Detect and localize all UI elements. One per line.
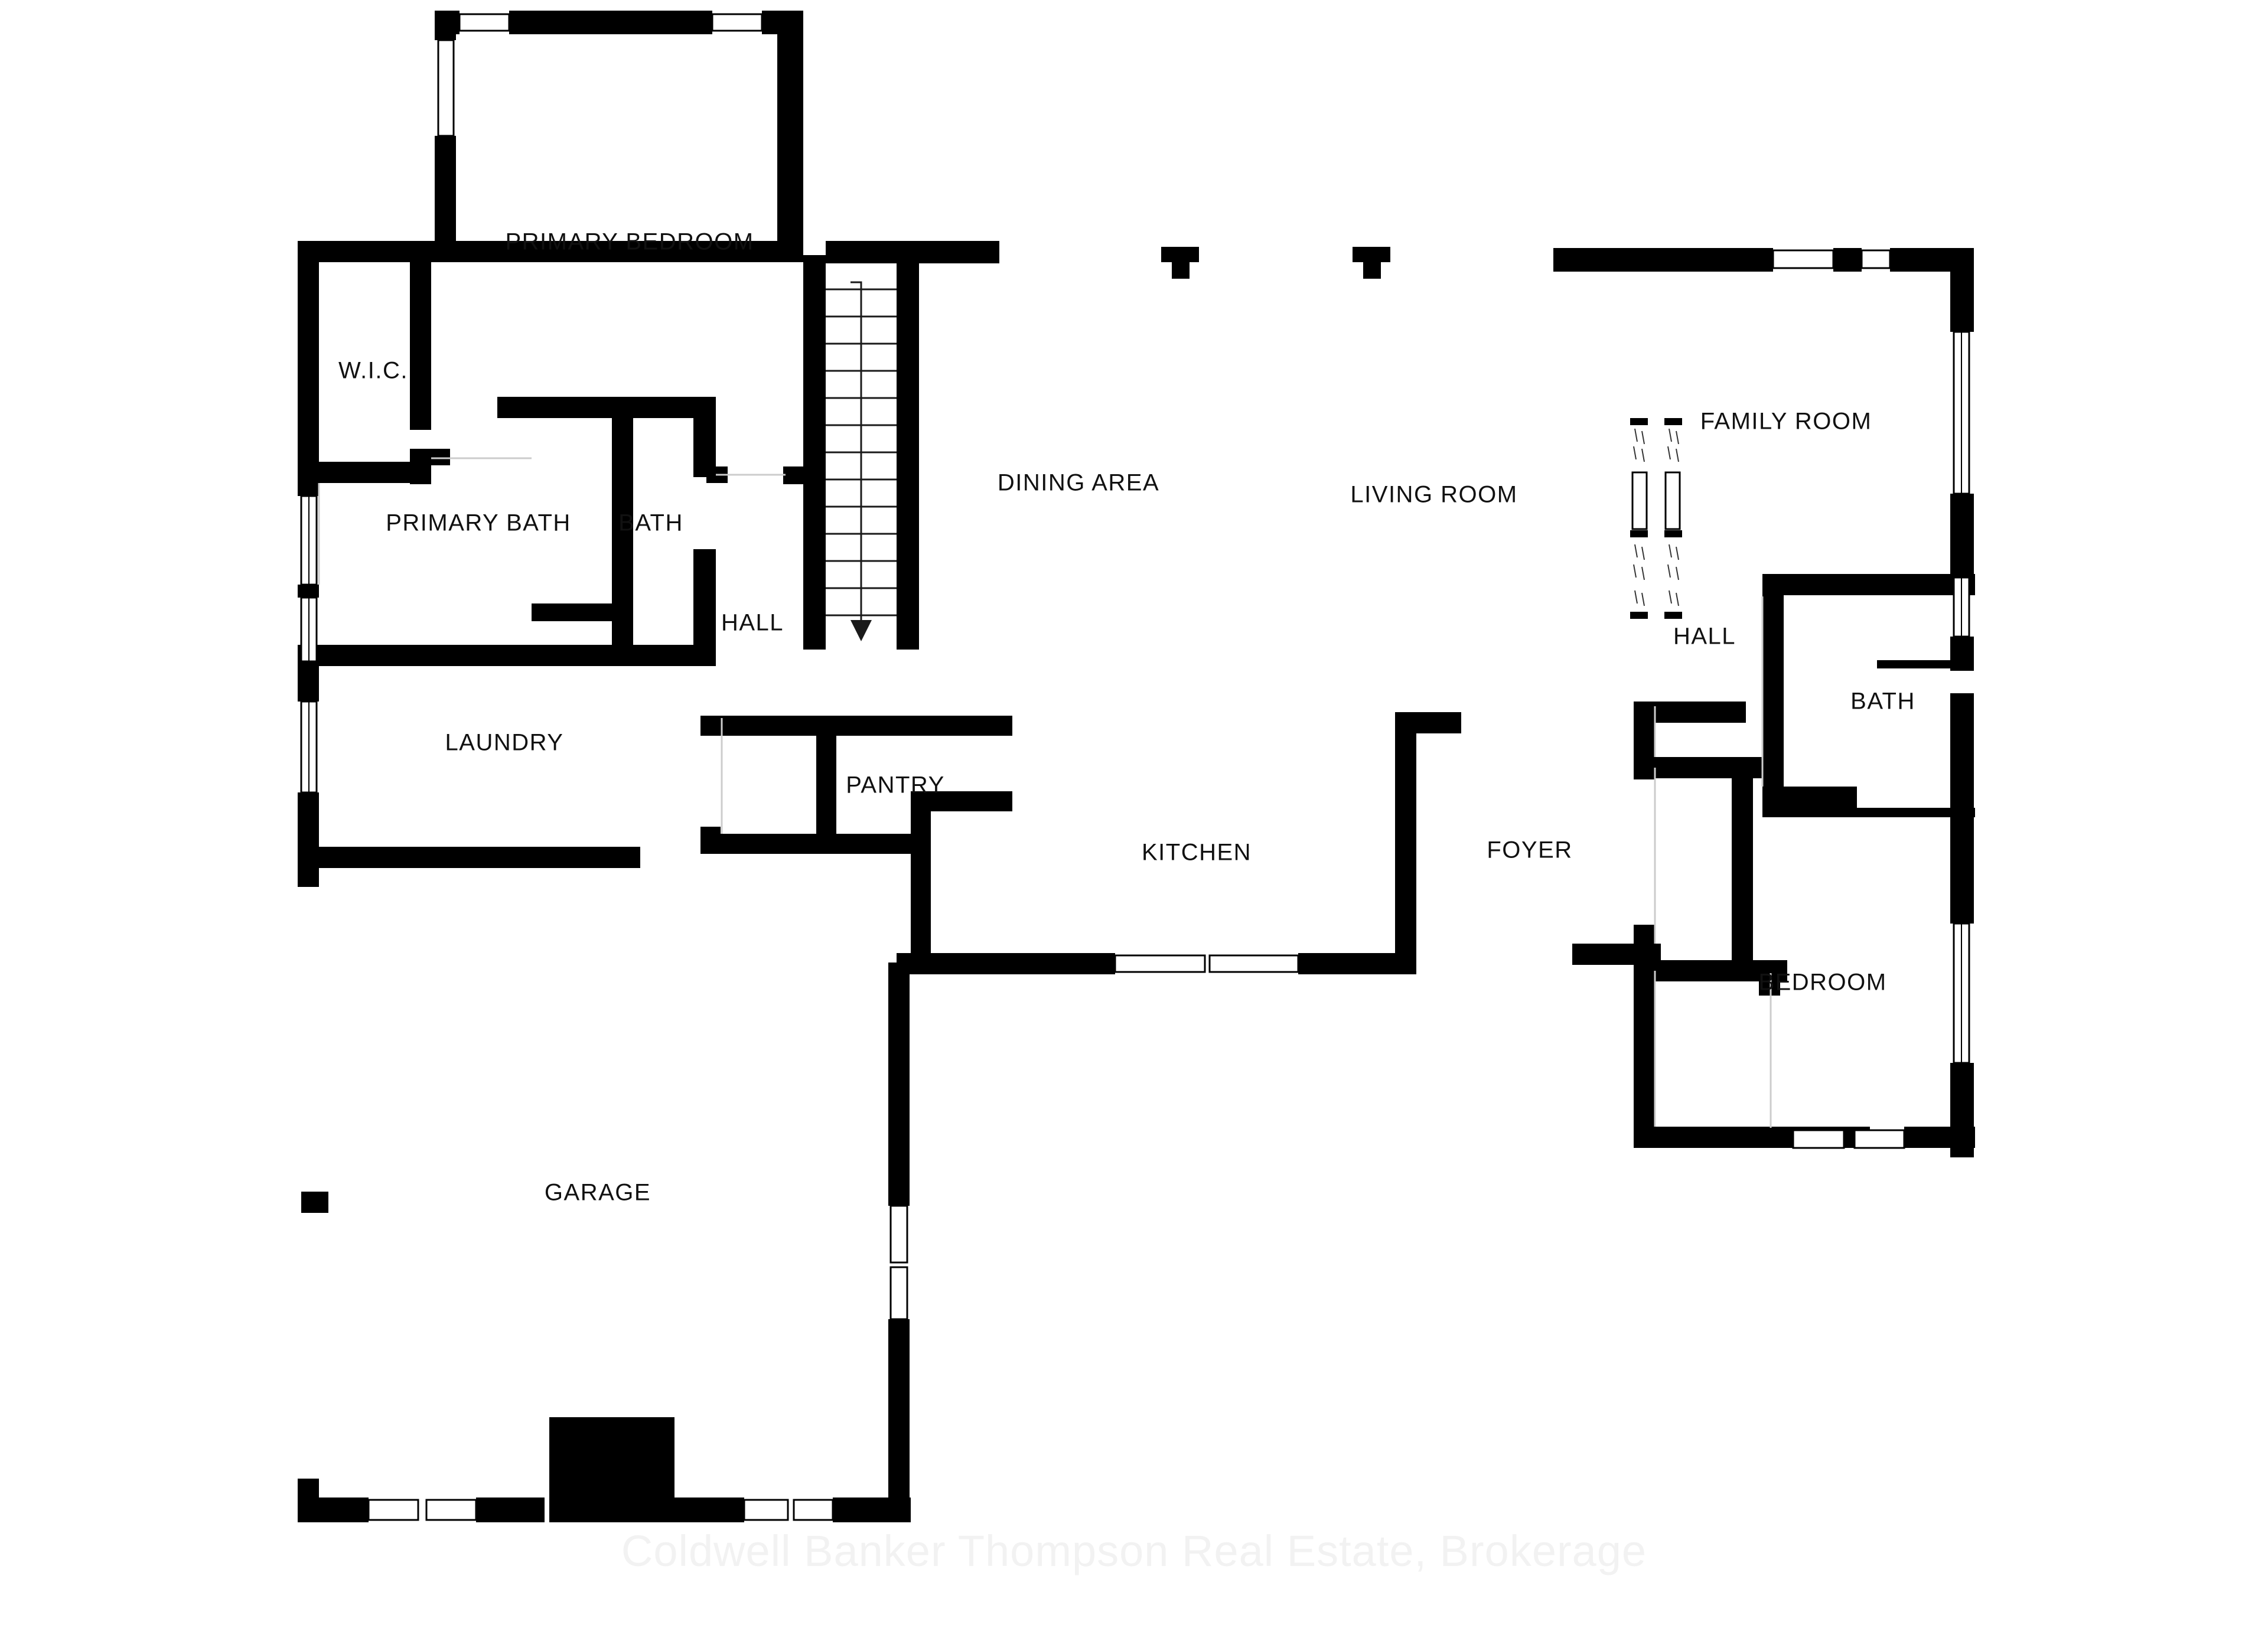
door-opening-group — [318, 457, 1772, 1128]
room-label-hall-right: HALL — [1673, 623, 1736, 650]
wall-group — [298, 11, 1975, 1522]
room-label-pantry: PANTRY — [846, 772, 945, 798]
room-label-bath-right: BATH — [1850, 688, 1915, 715]
room-label-primary-bath: PRIMARY BATH — [386, 510, 571, 536]
window-mullion-group — [308, 40, 1962, 1063]
staircase — [826, 281, 897, 641]
room-label-living-room: LIVING ROOM — [1350, 481, 1518, 508]
fireplace-icon — [1630, 418, 1682, 619]
room-label-hall-left: HALL — [721, 609, 784, 636]
room-label-family-room: FAMILY ROOM — [1700, 408, 1872, 435]
room-label-primary-bedroom: PRIMARY BEDROOM — [505, 229, 754, 255]
room-label-garage: GARAGE — [544, 1179, 651, 1206]
room-label-dining-area: DINING AREA — [997, 469, 1160, 496]
room-label-foyer: FOYER — [1487, 837, 1573, 863]
room-label-kitchen: KITCHEN — [1141, 839, 1252, 866]
room-label-wic: W.I.C. — [338, 357, 408, 384]
room-label-bedroom: BEDROOM — [1758, 969, 1887, 996]
room-label-bath-primary: BATH — [618, 510, 683, 536]
room-label-laundry: LAUNDRY — [445, 729, 564, 756]
